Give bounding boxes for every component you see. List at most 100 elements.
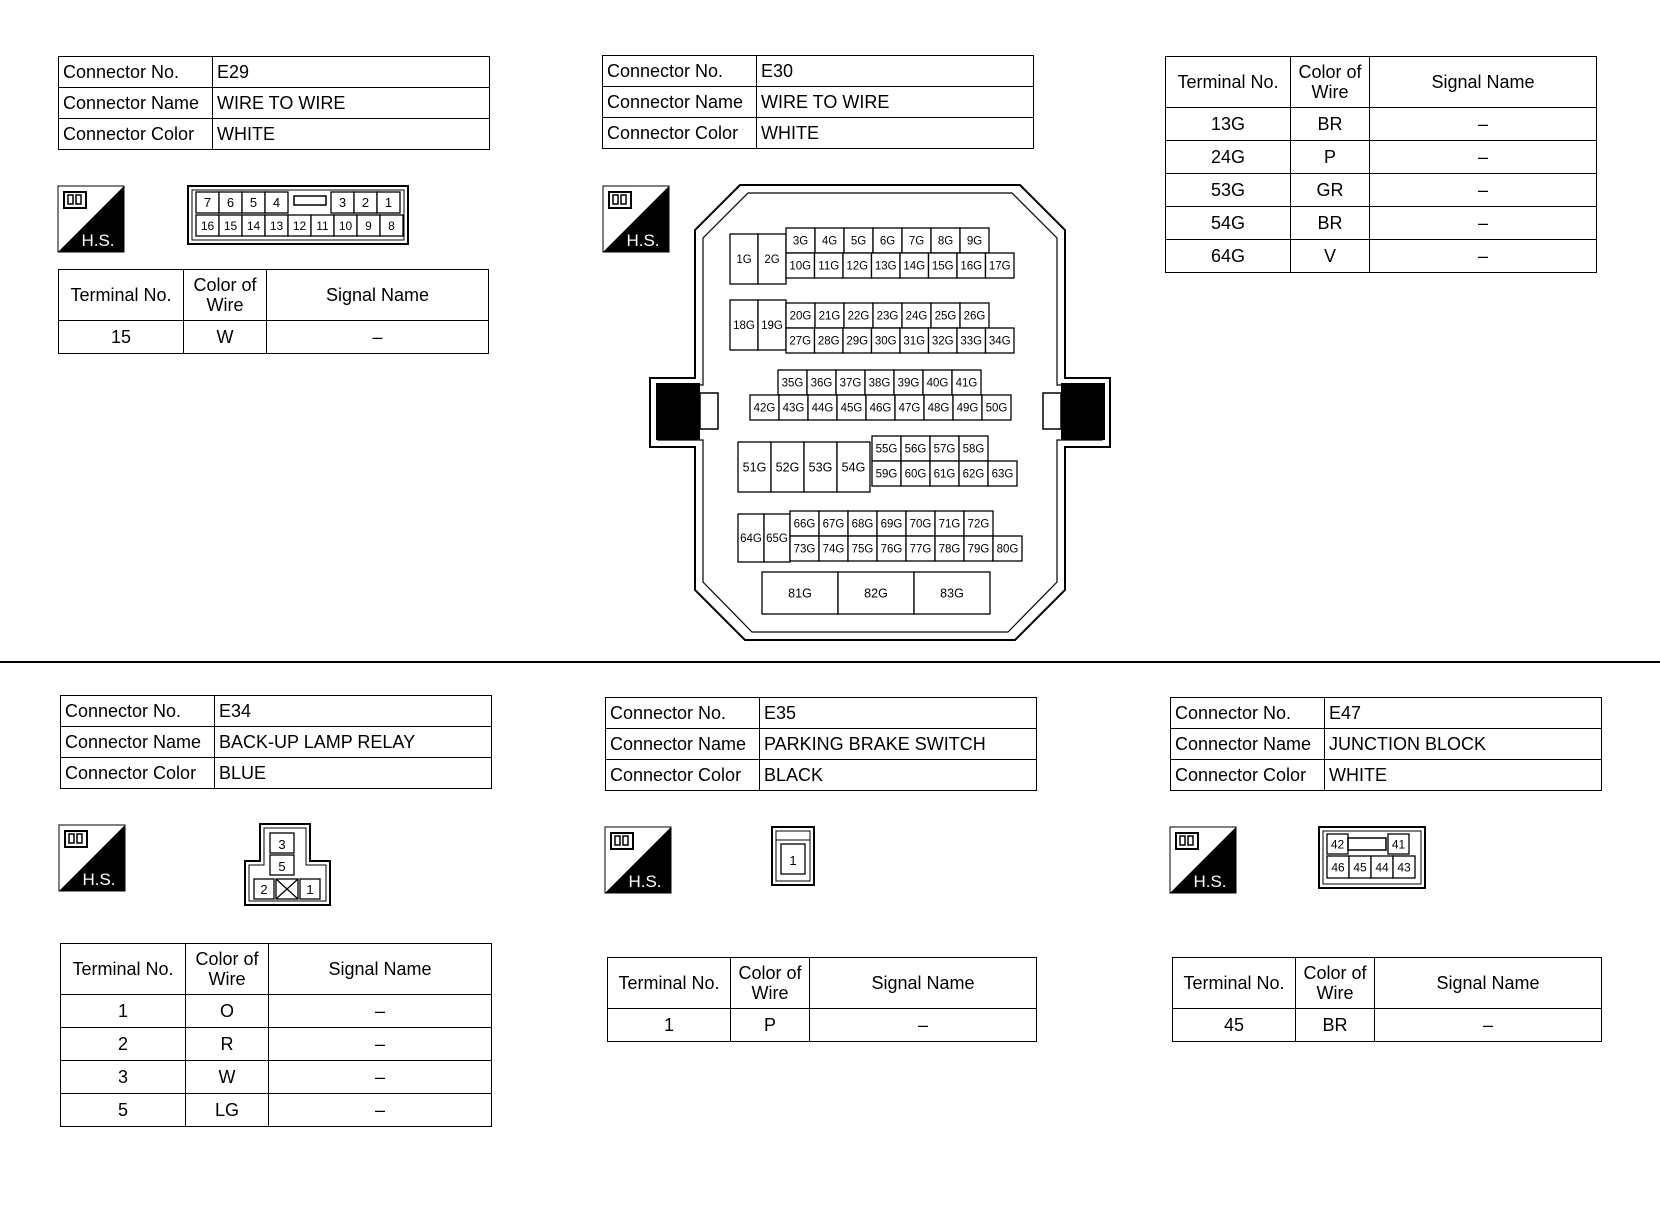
- hs-label: H.S.: [628, 872, 661, 891]
- pin-15G: 15G: [932, 261, 954, 273]
- pin-1: 1: [385, 195, 392, 210]
- pin-7: 7: [204, 195, 211, 210]
- pin-75G: 75G: [852, 544, 874, 556]
- pin-17G: 17G: [989, 261, 1011, 273]
- pin-82G: 82G: [864, 587, 888, 601]
- pin-3: 3: [278, 837, 285, 852]
- pin-cavity: [835, 369, 866, 396]
- wire-color: V: [1290, 239, 1370, 273]
- terminal-no-header: Terminal No.: [1172, 957, 1296, 1009]
- pin-20G: 20G: [790, 311, 812, 323]
- pin-46: 46: [1331, 860, 1345, 874]
- pin-13G: 13G: [875, 261, 897, 273]
- pin-cavity: [777, 369, 808, 396]
- pin-14G: 14G: [903, 261, 925, 273]
- hs-icon: H.S.: [57, 185, 125, 253]
- pin-cavity: [870, 327, 901, 354]
- e30-connector-no: E30: [756, 55, 1034, 87]
- connector-name-label: Connector Name: [605, 728, 760, 760]
- pin-35G: 35G: [782, 378, 804, 390]
- color-of-wire-header: Color of Wire: [183, 269, 267, 321]
- pin-cavity: [981, 394, 1012, 421]
- hs-label: H.S.: [1193, 872, 1226, 891]
- pin-63G: 63G: [992, 469, 1014, 481]
- e34-connector-no: E34: [214, 695, 492, 727]
- pin-44: 44: [1375, 860, 1389, 874]
- pin-cavity: [958, 460, 989, 487]
- pin-53G: 53G: [809, 461, 833, 475]
- terminal-no-header: Terminal No.: [1165, 56, 1291, 108]
- pin-4: 4: [273, 195, 280, 210]
- pin-41G: 41G: [956, 378, 978, 390]
- pin-58G: 58G: [963, 444, 985, 456]
- color-of-wire-header: Color of Wire: [1295, 957, 1375, 1009]
- pin-36G: 36G: [811, 378, 833, 390]
- pin-21G: 21G: [819, 311, 841, 323]
- pin-65G: 65G: [766, 533, 788, 545]
- pin-cavity: [876, 535, 907, 562]
- pin-50G: 50G: [986, 403, 1008, 415]
- pin-cavity: [376, 191, 401, 214]
- signal-name: –: [266, 320, 489, 354]
- signal-name-header: Signal Name: [268, 943, 492, 995]
- e34-connector-color: BLUE: [214, 757, 492, 789]
- pin-cavity: [987, 460, 1018, 487]
- pin-62G: 62G: [963, 469, 985, 481]
- pin-32G: 32G: [932, 336, 954, 348]
- signal-name-header: Signal Name: [1374, 957, 1602, 1009]
- pin-42: 42: [1331, 837, 1345, 851]
- wire-color: W: [185, 1060, 269, 1094]
- pin-12: 12: [293, 219, 307, 233]
- pin-76G: 76G: [881, 544, 903, 556]
- pin-6: 6: [227, 195, 234, 210]
- e35-connector-face: 1: [771, 826, 815, 886]
- terminal-no: 64G: [1165, 239, 1291, 273]
- e29-connector-name: WIRE TO WIRE: [212, 87, 490, 119]
- pin-8: 8: [388, 219, 395, 233]
- signal-name: –: [809, 1008, 1037, 1042]
- pin-cavity: [803, 441, 838, 493]
- pin-37G: 37G: [840, 378, 862, 390]
- pin-3: 3: [339, 195, 346, 210]
- wire-color: BR: [1295, 1008, 1375, 1042]
- signal-name-header: Signal Name: [1369, 56, 1597, 108]
- color-of-wire-header: Color of Wire: [185, 943, 269, 995]
- e34-connector-name: BACK-UP LAMP RELAY: [214, 726, 492, 758]
- pin-26G: 26G: [964, 311, 986, 323]
- terminal-no-header: Terminal No.: [60, 943, 186, 995]
- pin-cavity: [984, 327, 1015, 354]
- pin-7G: 7G: [909, 236, 924, 248]
- wire-color: P: [1290, 140, 1370, 174]
- e29-terminal-table: Terminal No. Color of Wire Signal Name 1…: [58, 269, 489, 354]
- pin-51G: 51G: [743, 461, 767, 475]
- pin-cavity: [1392, 855, 1416, 879]
- terminal-no: 13G: [1165, 107, 1291, 141]
- pin-70G: 70G: [910, 519, 932, 531]
- pin-cavity: [842, 252, 873, 279]
- pin-29G: 29G: [846, 336, 868, 348]
- pin-cavity: [1387, 833, 1410, 855]
- pin-11G: 11G: [818, 261, 839, 273]
- connector-color-label: Connector Color: [58, 118, 213, 150]
- pin-cavity: [958, 435, 989, 462]
- terminal-no: 15: [58, 320, 184, 354]
- pin-55G: 55G: [876, 444, 898, 456]
- pin-11: 11: [316, 219, 329, 233]
- pin-78G: 78G: [939, 544, 961, 556]
- signal-name-header: Signal Name: [809, 957, 1037, 1009]
- e30-connector-color: WHITE: [756, 117, 1034, 149]
- pin-43G: 43G: [783, 403, 805, 415]
- pin-cavity: [264, 191, 289, 214]
- wire-color: BR: [1290, 107, 1370, 141]
- right-latch: [1061, 383, 1105, 440]
- pin-66G: 66G: [794, 519, 816, 531]
- e47-key: [1347, 837, 1387, 851]
- pin-cavity: [757, 299, 787, 351]
- pin-24G: 24G: [906, 311, 928, 323]
